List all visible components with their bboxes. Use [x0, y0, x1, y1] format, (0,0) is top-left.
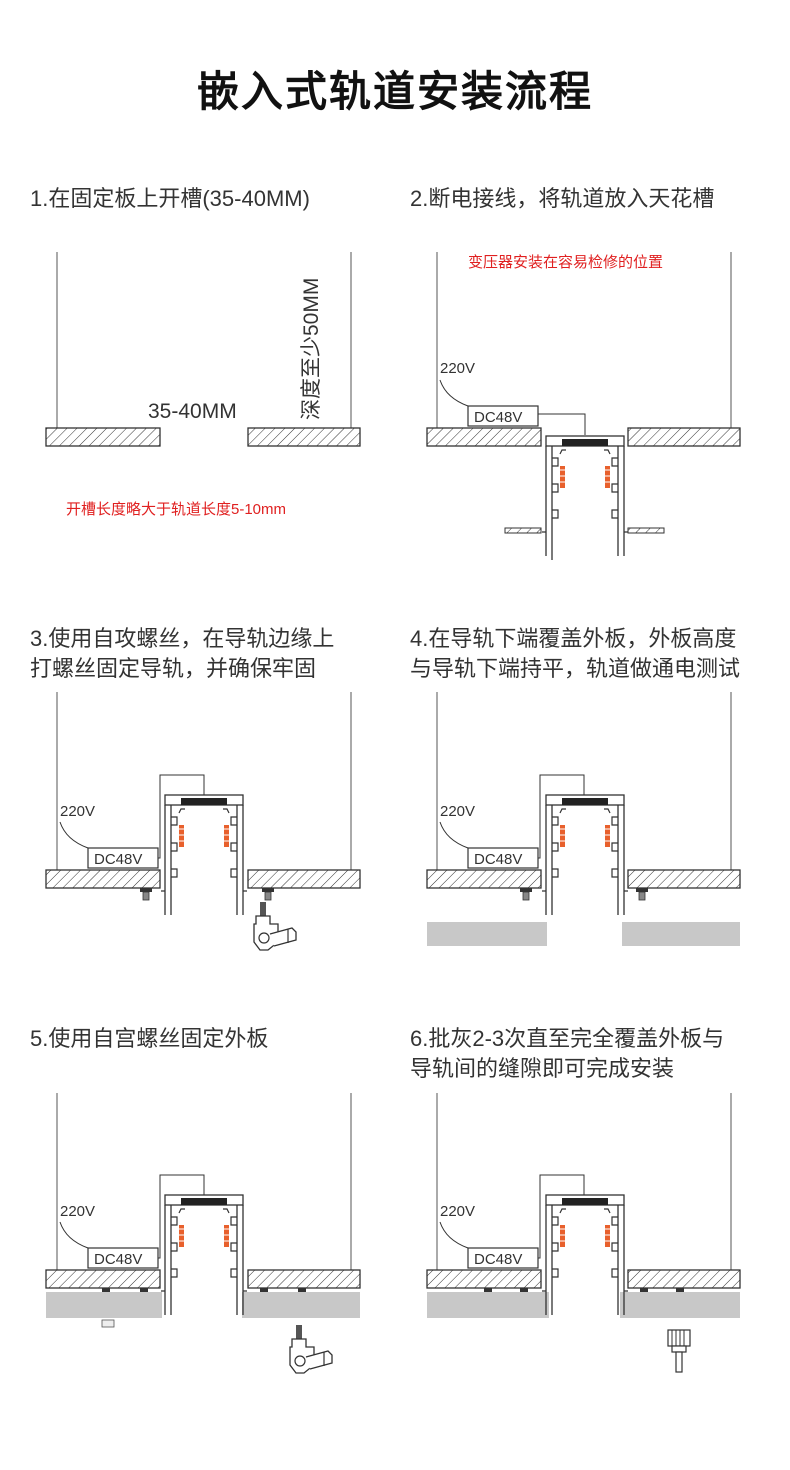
step-5-caption: 5.使用自宫螺丝固定外板 — [30, 1024, 268, 1054]
step-4-caption: 4.在导轨下端覆盖外板，外板高度 与导轨下端持平，轨道做通电测试 — [410, 624, 740, 684]
step-5-diagram: 220V DC48V — [45, 1093, 361, 1374]
track-profile — [160, 794, 248, 916]
panel-left — [504, 527, 542, 534]
voltage-input-label: 220V — [440, 360, 475, 377]
voltage-input-label: 220V — [60, 803, 95, 820]
brush-icon — [667, 1329, 691, 1373]
depth-label: 深度至少50MM — [300, 278, 323, 420]
driver-wire — [538, 413, 586, 435]
step-6-diagram: 220V DC48V — [426, 1093, 741, 1373]
step-2-diagram: 220V DC48V — [426, 252, 741, 560]
drill-icon — [253, 901, 297, 951]
step-2-caption: 2.断电接线，将轨道放入天花槽 — [410, 184, 714, 214]
gap-width-label: 35-40MM — [148, 400, 237, 423]
screw — [261, 887, 275, 901]
driver-label: DC48V — [94, 851, 142, 868]
board-left — [45, 427, 161, 447]
step-6-caption: 6.批灰2-3次直至完全覆盖外板与 导轨间的缝隙即可完成安装 — [410, 1024, 724, 1084]
driver-label: DC48V — [474, 1251, 522, 1268]
outer-panel-left — [427, 922, 547, 946]
outer-panel-right — [622, 922, 740, 946]
driver-label: DC48V — [474, 851, 522, 868]
voltage-input-label: 220V — [440, 803, 475, 820]
board-left — [426, 427, 542, 447]
driver-label: DC48V — [474, 409, 522, 426]
step-3-line-1: 3.使用自攻螺丝，在导轨边缘上 — [30, 626, 335, 651]
groove-length-note: 开槽长度略大于轨道长度5-10mm — [66, 501, 287, 518]
step-1-line-1: 1.在固定板上开槽(35-40MM) — [30, 186, 310, 211]
page-title: 嵌入式轨道安装流程 — [196, 68, 593, 115]
board-right — [627, 427, 741, 447]
step-6-line-1: 6.批灰2-3次直至完全覆盖外板与 — [410, 1026, 725, 1051]
transformer-note: 变压器安装在容易检修的位置 — [468, 254, 664, 271]
step-4-line-1: 4.在导轨下端覆盖外板，外板高度 — [410, 626, 737, 651]
track-profile — [541, 435, 629, 557]
track-profile — [160, 1194, 248, 1316]
voltage-input-label: 220V — [440, 1203, 475, 1220]
step-3-line-2: 打螺丝固定导轨，并确保牢固 — [30, 656, 317, 681]
step-4-line-2: 与导轨下端持平，轨道做通电测试 — [410, 656, 741, 681]
step-1-diagram: 35-40MM 深度至少50MM — [45, 252, 361, 447]
board-right — [247, 1269, 361, 1289]
board-left — [426, 869, 542, 889]
track-profile — [541, 794, 629, 916]
mains-wire — [439, 379, 469, 407]
driver-box — [467, 405, 539, 427]
step-1-caption: 1.在固定板上开槽(35-40MM) — [30, 184, 310, 214]
step-4-diagram: 220V DC48V — [426, 692, 741, 946]
outer-panel-left — [427, 1292, 549, 1318]
screw — [519, 887, 533, 901]
board-left — [45, 869, 161, 889]
board-right — [247, 869, 361, 889]
step-3-diagram: 220V DC48V — [45, 692, 361, 951]
step-2-line-1: 2.断电接线，将轨道放入天花槽 — [410, 186, 715, 211]
board-left — [45, 1269, 161, 1289]
board-left — [426, 1269, 542, 1289]
screw-cap — [101, 1319, 115, 1328]
step-6-line-2: 导轨间的缝隙即可完成安装 — [410, 1056, 675, 1081]
driver-label: DC48V — [94, 1251, 142, 1268]
voltage-input-label: 220V — [60, 1203, 95, 1220]
screw — [139, 887, 153, 901]
screw — [635, 887, 649, 901]
board-right — [247, 427, 361, 447]
track-profile — [541, 1194, 629, 1316]
panel-right — [627, 527, 665, 534]
board-right — [627, 1269, 741, 1289]
step-3-caption: 3.使用自攻螺丝，在导轨边缘上 打螺丝固定导轨，并确保牢固 — [30, 624, 334, 684]
outer-panel-left — [46, 1292, 162, 1318]
outer-panel-right — [242, 1292, 360, 1318]
drill-icon — [289, 1324, 333, 1374]
board-right — [627, 869, 741, 889]
outer-panel-right — [620, 1292, 740, 1318]
step-5-line-1: 5.使用自宫螺丝固定外板 — [30, 1026, 269, 1051]
